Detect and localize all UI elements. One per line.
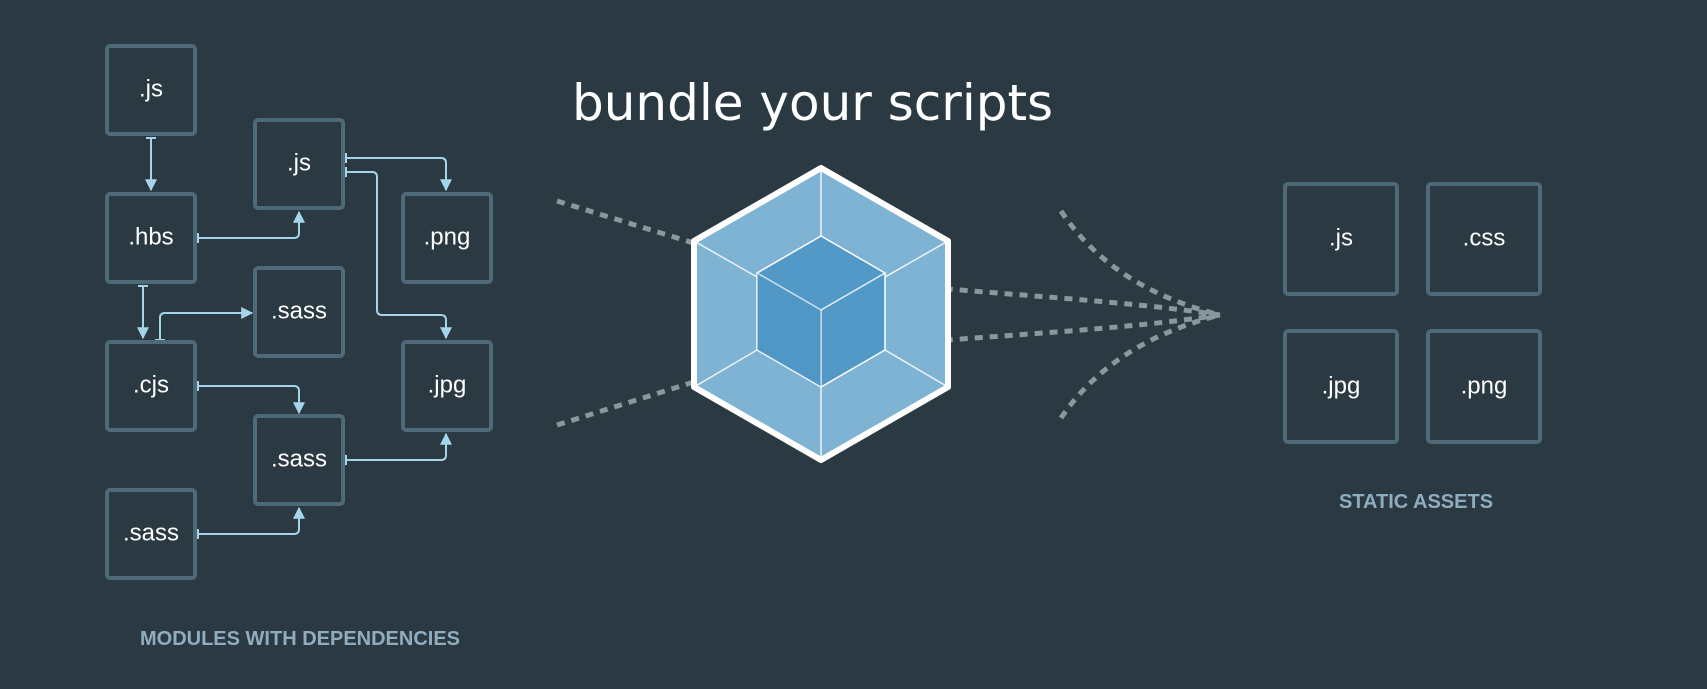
asset-box-js: .js [1283, 182, 1399, 296]
module-label: .js [287, 149, 311, 176]
modules-caption: MODULES WITH DEPENDENCIES [140, 628, 460, 650]
asset-box-jpg: .jpg [1283, 329, 1399, 444]
module-box-js: .js [253, 118, 345, 210]
module-label: .sass [271, 445, 327, 472]
input-dotted-lines [556, 198, 701, 428]
webpack-cube-icon [691, 165, 951, 463]
arrow-js-to-jpg [346, 171, 452, 340]
asset-box-png: .png [1426, 329, 1542, 444]
module-label: .cjs [133, 371, 169, 398]
module-box-js-top: .js [105, 44, 197, 136]
static-assets-grid: .js .css .jpg .png [1283, 182, 1542, 444]
asset-label: .jpg [1322, 372, 1361, 399]
asset-label: .png [1461, 372, 1508, 399]
module-box-hbs: .hbs [105, 192, 197, 284]
module-box-sass-upper: .sass [253, 266, 345, 358]
module-label: .sass [123, 519, 179, 546]
asset-label: .css [1463, 224, 1506, 251]
arrow-cjs-to-sass [159, 307, 254, 340]
arrow-js-to-png [346, 157, 452, 192]
asset-box-css: .css [1426, 182, 1542, 296]
assets-caption: STATIC ASSETS [1339, 491, 1493, 513]
module-label: .png [424, 223, 471, 250]
arrow-sass-to-jpg [346, 432, 452, 461]
module-label: .js [139, 75, 163, 102]
arrow-sass-to-sass [198, 506, 305, 535]
headline: bundle your scripts [572, 74, 1053, 132]
module-label: .jpg [428, 371, 467, 398]
modules-graph: .js .js .hbs .png .sass .cjs [105, 44, 493, 580]
arrow-hbs-to-js [198, 210, 305, 239]
module-box-sass-bottom: .sass [105, 488, 197, 580]
asset-label: .js [1329, 224, 1353, 251]
dependency-arrows [137, 137, 452, 539]
module-box-png: .png [401, 192, 493, 284]
module-box-cjs: .cjs [105, 340, 197, 432]
module-label: .sass [271, 297, 327, 324]
module-label: .hbs [128, 223, 173, 250]
arrow-cjs-to-sass-mid [198, 385, 305, 415]
module-box-sass-middle: .sass [253, 414, 345, 506]
module-box-jpg: .jpg [401, 340, 493, 432]
